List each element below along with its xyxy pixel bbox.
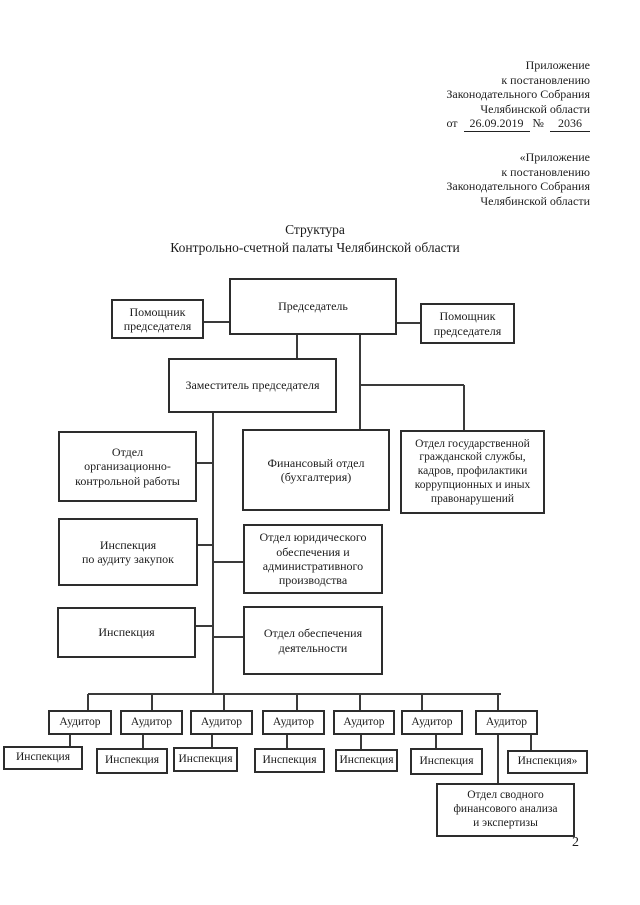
header-line: к постановлению (501, 164, 590, 179)
node-consolidated-analysis-dept: Отдел сводного финансового анализа и экс… (436, 783, 575, 837)
node-inspection-under-auditor: Инспекция (3, 746, 83, 770)
node-legal-dept: Отдел юридического обеспечения и админис… (243, 524, 383, 594)
date-prefix: от (446, 116, 458, 131)
header-line: «Приложение (519, 150, 590, 164)
header-line: Приложение (525, 58, 590, 72)
number-sign: № (532, 116, 544, 131)
node-inspection: Инспекция (57, 607, 196, 658)
node-auditor: Аудитор (48, 710, 112, 735)
node-chairman: Председатель (229, 278, 397, 335)
node-civil-service-dept: Отдел государственной гражданской службы… (400, 430, 545, 514)
node-finance-dept: Финансовый отдел (бухгалтерия) (242, 429, 390, 511)
title-line-1: Структура (285, 222, 345, 237)
node-assistant-right: Помощник председателя (420, 303, 515, 344)
node-org-control-dept: Отдел организационно- контрольной работы (58, 431, 197, 502)
node-procurement-audit-inspection: Инспекция по аудиту закупок (58, 518, 198, 586)
resolution-date-line: от 26.09.2019 № 2036 (446, 116, 590, 132)
quoted-appendix-reference-block: «Приложение к постановлению Законодатель… (446, 150, 590, 208)
node-auditor: Аудитор (401, 710, 463, 735)
node-inspection-under-auditor: Инспекция» (507, 750, 588, 774)
node-support-dept: Отдел обеспечения деятельности (243, 606, 383, 675)
node-inspection-under-auditor: Инспекция (254, 748, 325, 773)
node-inspection-under-auditor: Инспекция (410, 748, 483, 775)
node-auditor: Аудитор (190, 710, 253, 735)
node-auditor: Аудитор (262, 710, 325, 735)
header-line: Законодательного Собрания (446, 179, 590, 194)
header-line: Челябинской области (480, 101, 590, 116)
header-line: к постановлению (501, 72, 590, 87)
resolution-number: 2036 (550, 116, 590, 132)
page-number: 2 (572, 835, 579, 850)
node-auditor: Аудитор (120, 710, 183, 735)
node-inspection-under-auditor: Инспекция (173, 747, 238, 772)
document-title: Структура Контрольно-счетной палаты Челя… (0, 221, 630, 256)
appendix-reference-block: Приложение к постановлению Законодательн… (446, 58, 590, 132)
node-deputy-chairman: Заместитель председателя (168, 358, 337, 413)
node-assistant-left: Помощник председателя (111, 299, 204, 339)
header-line: Законодательного Собрания (446, 87, 590, 102)
title-line-2: Контрольно-счетной палаты Челябинской об… (170, 239, 460, 255)
node-inspection-under-auditor: Инспекция (335, 749, 398, 772)
node-auditor: Аудитор (475, 710, 538, 735)
header-line: Челябинской области (480, 193, 590, 208)
node-inspection-under-auditor: Инспекция (96, 748, 168, 774)
node-auditor: Аудитор (333, 710, 395, 735)
resolution-date: 26.09.2019 (463, 116, 530, 132)
